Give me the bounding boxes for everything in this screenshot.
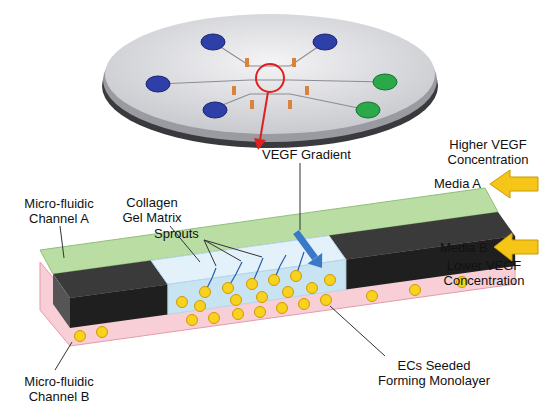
cell [367,291,378,302]
cell [307,283,318,294]
callout-label: Media B [440,240,496,255]
cell [299,299,310,310]
cell [200,287,211,298]
cell [97,327,108,338]
leader-line [60,226,64,258]
blue-well [313,34,337,50]
cell [321,295,332,306]
leader-lines [55,163,385,370]
dish-channel [213,42,325,66]
callout-label: VEGF Gradient [262,147,372,162]
cell [283,287,294,298]
cell [247,279,258,290]
cell [75,331,86,342]
leader-line [204,240,241,261]
gradient-arrow [296,232,315,258]
media-arrow [494,233,538,261]
cell [291,271,302,282]
dish-top [105,14,435,134]
green-well [356,102,380,118]
post [292,58,296,67]
cell [195,301,206,312]
cell [410,285,421,296]
cell [209,313,220,324]
post-block [70,284,168,328]
blue-well [146,76,170,92]
post [288,100,292,109]
sprouts [205,252,304,292]
post [305,86,309,95]
cell [269,275,280,286]
post-block [53,274,70,328]
callout-label: Micro-fluidic Channel B [16,374,102,404]
callout-label: ECs Seeded Forming Monolayer [372,358,496,388]
callout-label: Lower VEGF Concentration [436,258,532,288]
green-well [373,74,397,90]
callout-label: Media A [434,176,490,191]
collagen-gel [168,260,346,315]
gradient-arrowhead [308,253,323,268]
post [232,86,236,95]
post [245,58,249,67]
leader-line [55,342,72,370]
callout-label: Micro-fluidic Channel A [16,196,102,226]
leader-line [204,240,262,257]
dish-channel [158,80,385,84]
endothelial-cells [75,271,468,342]
cell [177,297,188,308]
callout-label: Higher VEGF Concentration [440,137,536,167]
cell [231,295,242,306]
dish-channel [215,94,368,110]
cell [233,309,244,320]
leader-line [330,306,385,356]
cell [325,275,336,286]
post [250,100,254,109]
cell [255,307,266,318]
leader-line [300,163,301,230]
cell [187,315,198,326]
media-arrow [490,170,538,198]
zoom-line [260,92,268,140]
cell [223,283,234,294]
callout-label: Collagen Gel Matrix [116,195,188,225]
blue-well [201,34,225,50]
channel-b [40,236,515,346]
blue-well [203,102,227,118]
zoom-circle [256,64,284,92]
cell [257,292,268,303]
callout-label: Sprouts [154,226,214,241]
cell [277,303,288,314]
